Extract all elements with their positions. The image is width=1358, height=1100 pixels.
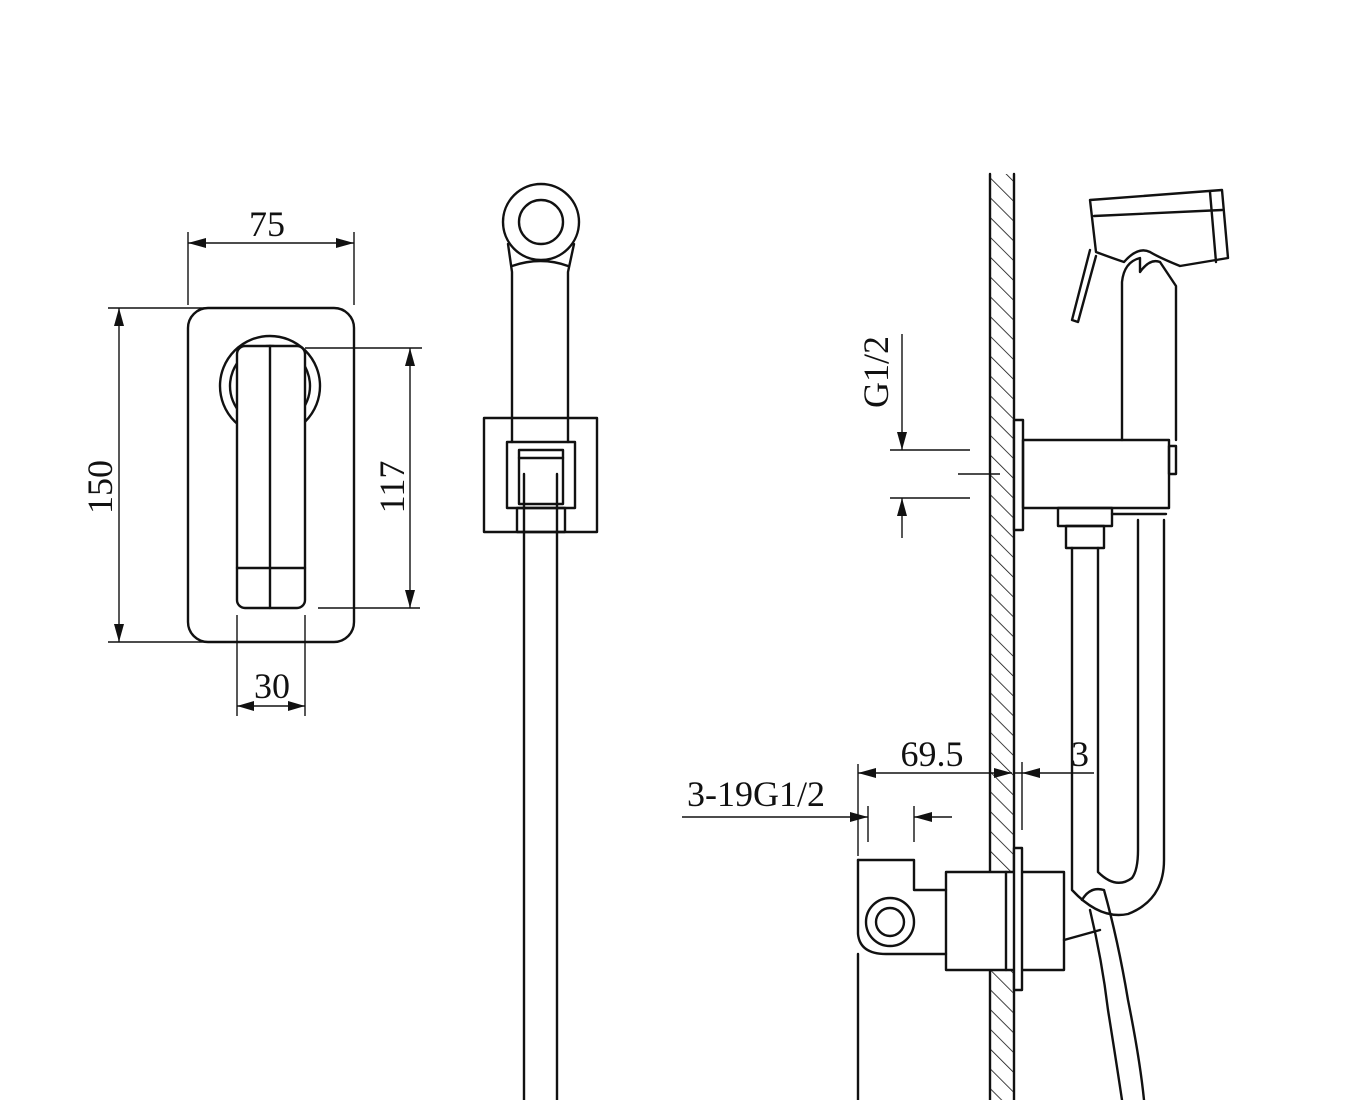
inlet-port-inner — [874, 906, 906, 938]
dim-thread-top: G1/2 — [856, 334, 1000, 538]
spray-gun-trigger — [1070, 248, 1098, 324]
dim-width-75: 75 — [187, 204, 355, 305]
holder-arm-tip — [1167, 444, 1178, 476]
holder-clip — [505, 440, 577, 510]
lever-outer — [1080, 887, 1146, 1100]
side-view-assembly: G1/2 69.5 3 3-19G1/2 — [682, 172, 1230, 1100]
dim-thread-inlet: 3-19G1/2 — [682, 774, 952, 842]
front-view-mixer: 75 150 117 30 — [80, 204, 422, 716]
dim-gap-3: 3 — [1014, 734, 1094, 778]
dim-gap-label: 3 — [1071, 734, 1089, 774]
mixer-cover-plate — [1012, 846, 1024, 992]
holder-arm — [1021, 438, 1171, 510]
handle-neck — [510, 259, 570, 268]
dim-width-label: 75 — [249, 204, 285, 244]
spray-gun-nozzle-edge — [1208, 190, 1218, 264]
spray-head-outer — [501, 182, 581, 262]
spray-gun-head — [1088, 188, 1230, 268]
lever-joint — [1062, 928, 1102, 942]
inlet-fitting-top — [856, 858, 948, 892]
handle-body-left — [506, 242, 514, 444]
dim-offset-label: 69.5 — [901, 734, 964, 774]
hose-connector — [515, 506, 567, 534]
wall-holder-plate — [482, 416, 599, 534]
dim-height-label: 150 — [80, 460, 120, 514]
dim-handle-height-label: 117 — [372, 461, 412, 514]
hose-loop-inner — [1096, 518, 1140, 884]
dim-thread-top-label: G1/2 — [856, 336, 896, 408]
inlet-port-outer — [864, 896, 916, 948]
lever-inner — [1088, 908, 1124, 1100]
dim-thread-inlet-label: 3-19G1/2 — [687, 774, 825, 814]
holder-clip-inner — [517, 448, 565, 506]
hose-nut — [1056, 506, 1114, 528]
handle-body-right — [566, 242, 576, 444]
front-view-shower-head — [482, 182, 599, 1100]
dim-handle-30: 30 — [236, 615, 306, 716]
dim-handle-width-label: 30 — [254, 666, 290, 706]
inlet-fitting — [856, 858, 948, 956]
spray-head-nozzle — [517, 198, 565, 246]
hose-nut-lower — [1064, 524, 1106, 550]
dim-offset-69-5: 69.5 — [857, 734, 1023, 856]
cover-plate — [186, 306, 356, 644]
holder-flange — [1012, 418, 1025, 532]
hose-loop-outer — [1070, 518, 1166, 917]
dim-handle-117: 117 — [305, 347, 422, 609]
spray-gun-handle — [1120, 256, 1178, 442]
spray-gun-top-edge — [1092, 208, 1224, 218]
dim-height-150: 150 — [80, 307, 226, 643]
